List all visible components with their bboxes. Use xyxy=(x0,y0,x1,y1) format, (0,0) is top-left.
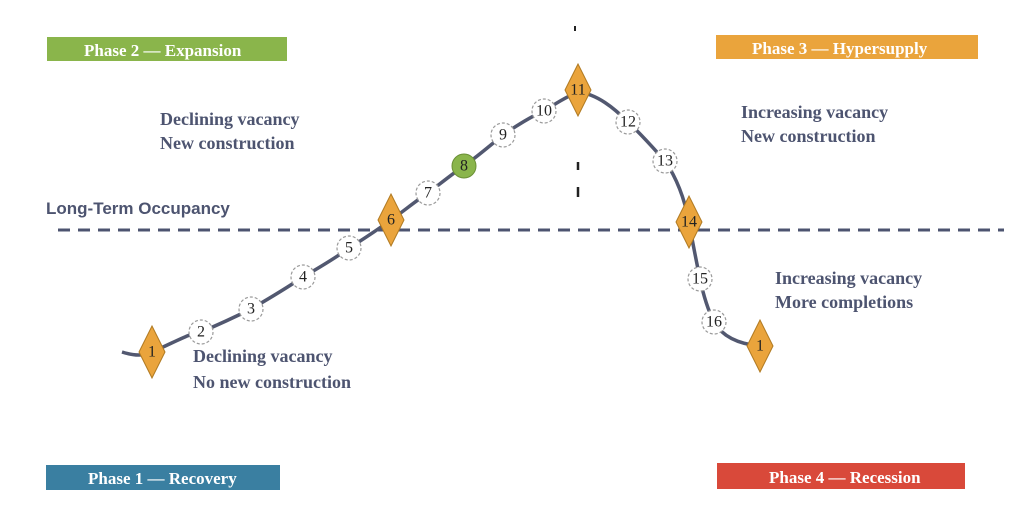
recession-desc-line2: More completions xyxy=(775,292,913,312)
phase-4-bar xyxy=(717,463,965,489)
point-number: 3 xyxy=(247,301,255,318)
cycle-point-15: 15 xyxy=(687,266,713,292)
point-number: 4 xyxy=(299,269,307,286)
phase-1-bar xyxy=(46,465,280,490)
circle-marker xyxy=(490,122,516,148)
phase-2-bar xyxy=(47,37,287,61)
point-number: 10 xyxy=(536,103,552,120)
phase-1-label: Phase 1 — Recovery xyxy=(88,469,237,488)
point-number: 8 xyxy=(460,158,468,175)
circle-marker xyxy=(652,148,678,174)
cycle-point-3: 3 xyxy=(238,296,264,322)
hypersupply-desc-line2: New construction xyxy=(741,126,875,146)
long-term-occupancy-label: Long-Term Occupancy xyxy=(46,199,230,218)
phase-2-label: Phase 2 — Expansion xyxy=(84,41,242,60)
point-number: 1 xyxy=(756,338,764,355)
cycle-point-1: 1 xyxy=(138,324,166,380)
diamond-marker xyxy=(746,318,774,374)
cycle-curve xyxy=(121,90,761,357)
cycle-point-4: 4 xyxy=(290,264,316,290)
cycle-point-14: 14 xyxy=(675,194,703,250)
point-number: 16 xyxy=(706,314,722,331)
circle-marker xyxy=(188,319,214,345)
point-number: 6 xyxy=(387,212,395,229)
diamond-marker xyxy=(675,194,703,250)
point-number: 14 xyxy=(681,214,697,231)
circle-marker xyxy=(701,309,727,335)
point-number: 1 xyxy=(148,344,156,361)
cycle-point-11: 11 xyxy=(564,62,592,118)
point-number: 11 xyxy=(570,82,585,99)
circle-marker xyxy=(687,266,713,292)
point-number: 2 xyxy=(197,324,205,341)
recession-desc-line1: Increasing vacancy xyxy=(775,268,922,288)
cycle-point-16: 16 xyxy=(701,309,727,335)
phase-3-label: Phase 3 — Hypersupply xyxy=(752,39,928,58)
point-number: 15 xyxy=(692,271,708,288)
point-number: 9 xyxy=(499,127,507,144)
point-number: 13 xyxy=(657,153,673,170)
recovery-desc-line1: Declining vacancy xyxy=(193,346,333,366)
cycle-point-5: 5 xyxy=(336,235,362,261)
diamond-marker xyxy=(138,324,166,380)
hypersupply-desc-line1: Increasing vacancy xyxy=(741,102,888,122)
circle-marker xyxy=(615,109,641,135)
point-number: 5 xyxy=(345,240,353,257)
cycle-point-9: 9 xyxy=(490,122,516,148)
circle-marker xyxy=(290,264,316,290)
phase-banner-recession: Phase 4 — Recession xyxy=(717,463,965,489)
circle-marker xyxy=(415,180,441,206)
phase-4-label: Phase 4 — Recession xyxy=(769,468,921,487)
cycle-point-6: 6 xyxy=(377,192,405,248)
diamond-marker xyxy=(564,62,592,118)
cycle-point-2: 2 xyxy=(188,319,214,345)
circle-marker xyxy=(336,235,362,261)
expansion-desc-line1: Declining vacancy xyxy=(160,109,300,129)
phase-banner-hypersupply: Phase 3 — Hypersupply xyxy=(716,35,978,59)
circle-marker xyxy=(531,98,557,124)
cycle-point-12: 12 xyxy=(615,109,641,135)
cycle-point-17: 1 xyxy=(746,318,774,374)
filled-circle-marker xyxy=(451,153,477,179)
expansion-desc-line2: New construction xyxy=(160,133,294,153)
cycle-point-13: 13 xyxy=(652,148,678,174)
cycle-point-8: 8 xyxy=(451,153,477,179)
circle-marker xyxy=(238,296,264,322)
recovery-desc-line2: No new construction xyxy=(193,372,351,392)
phase-banner-recovery: Phase 1 — Recovery xyxy=(46,465,280,490)
phase-3-bar xyxy=(716,35,978,59)
phase-banner-expansion: Phase 2 — Expansion xyxy=(47,37,287,61)
cycle-point-7: 7 xyxy=(415,180,441,206)
point-number: 12 xyxy=(620,114,636,131)
cycle-point-10: 10 xyxy=(531,98,557,124)
diamond-marker xyxy=(377,192,405,248)
point-number: 7 xyxy=(424,185,432,202)
